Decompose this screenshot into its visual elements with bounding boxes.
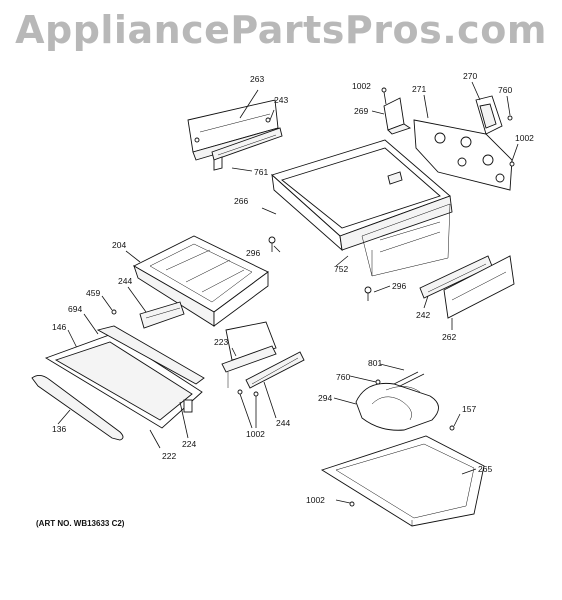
art-number: (ART NO. WB13633 C2) bbox=[36, 519, 125, 528]
label-263: 263 bbox=[250, 74, 264, 84]
label-266: 266 bbox=[234, 196, 248, 206]
drawer-rail-part bbox=[139, 301, 185, 329]
label-694: 694 bbox=[68, 304, 82, 314]
label-1002: 1002 bbox=[352, 81, 371, 91]
label-761: 761 bbox=[254, 167, 268, 177]
drawer-handle-part bbox=[31, 375, 124, 441]
label-223: 223 bbox=[214, 337, 228, 347]
drawer-support-part bbox=[221, 321, 277, 388]
label-157: 157 bbox=[462, 404, 476, 414]
label-242: 242 bbox=[416, 310, 430, 320]
label-222: 222 bbox=[162, 451, 176, 461]
drawer-slide-part bbox=[211, 127, 283, 171]
label-296: 296 bbox=[246, 248, 260, 258]
label-459: 459 bbox=[86, 288, 100, 298]
label-269: 269 bbox=[354, 106, 368, 116]
side-rail-262-part bbox=[443, 255, 515, 319]
oven-bottom-part bbox=[320, 435, 485, 527]
bracket-270-part bbox=[475, 95, 503, 135]
label-146: 146 bbox=[52, 322, 66, 332]
label-136: 136 bbox=[52, 424, 66, 434]
label-1002: 1002 bbox=[246, 429, 265, 439]
label-760: 760 bbox=[336, 372, 350, 382]
screw-part bbox=[364, 286, 372, 301]
label-243: 243 bbox=[274, 95, 288, 105]
label-801: 801 bbox=[368, 358, 382, 368]
label-1002: 1002 bbox=[306, 495, 325, 505]
label-294: 294 bbox=[318, 393, 332, 403]
label-271: 271 bbox=[412, 84, 426, 94]
watermark: AppliancePartsPros.com bbox=[15, 8, 547, 52]
label-224: 224 bbox=[182, 439, 196, 449]
label-1002: 1002 bbox=[515, 133, 534, 143]
label-244: 244 bbox=[118, 276, 132, 286]
label-270: 270 bbox=[463, 71, 477, 81]
drawer-rail-part bbox=[245, 351, 305, 389]
screw-part bbox=[268, 236, 276, 252]
oven-cavity-part bbox=[271, 139, 453, 277]
screw-part bbox=[237, 389, 259, 397]
bake-element-part bbox=[355, 371, 439, 431]
label-760: 760 bbox=[498, 85, 512, 95]
drawer-front-part bbox=[44, 325, 205, 429]
label-244: 244 bbox=[276, 418, 290, 428]
label-204: 204 bbox=[112, 240, 126, 250]
part-labels: 263 243 761 1002 269 271 270 760 1002 26… bbox=[36, 71, 534, 528]
label-262: 262 bbox=[442, 332, 456, 342]
label-296: 296 bbox=[392, 281, 406, 291]
bracket-269-part bbox=[383, 97, 412, 135]
drawer-pan-part bbox=[133, 235, 269, 327]
label-752: 752 bbox=[334, 264, 348, 274]
label-265: 265 bbox=[478, 464, 492, 474]
